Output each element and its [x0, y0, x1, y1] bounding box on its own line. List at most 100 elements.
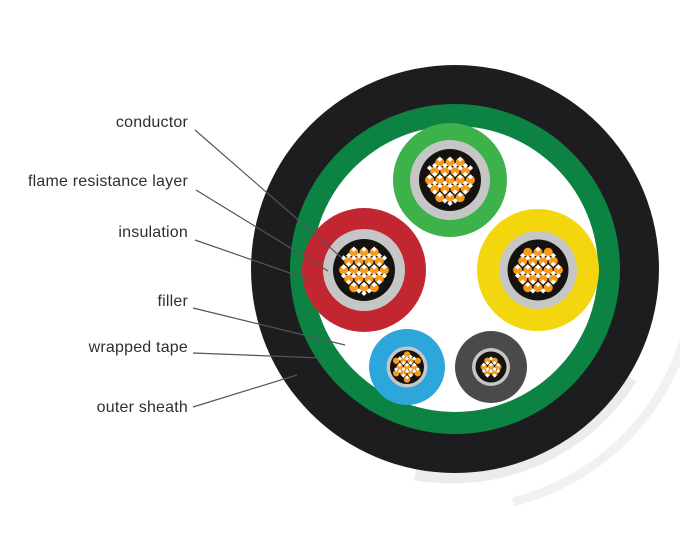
- strand-gap-sparkle: [408, 354, 413, 359]
- green-core: [393, 123, 507, 237]
- strand-gap-sparkle: [404, 375, 410, 380]
- strand-gap-sparkle: [376, 279, 382, 285]
- strand-gap-sparkle: [412, 356, 417, 361]
- strand-gap-sparkle: [371, 255, 377, 261]
- strand-gap-sparkle: [351, 255, 357, 261]
- strand-gap-sparkle: [356, 252, 362, 259]
- strand-gap-sparkle: [432, 162, 438, 169]
- label-outer-sheath: outer sheath: [96, 399, 188, 416]
- strand-gap-sparkle: [447, 165, 453, 171]
- outer-faint-arc: [511, 341, 680, 507]
- strand-gap-sparkle: [404, 362, 410, 367]
- leader-line-outer-sheath: [192, 374, 298, 408]
- strand-gap-sparkle: [351, 264, 357, 270]
- strand-gap-sparkle: [366, 288, 372, 294]
- strand-gap-sparkle: [397, 368, 402, 374]
- yellow-core: [477, 209, 599, 331]
- strand-gap-sparkle: [426, 165, 433, 171]
- strand-gap-sparkle: [340, 255, 347, 261]
- strand-gap-sparkle: [485, 373, 490, 378]
- strand-gap-sparkle: [520, 261, 526, 268]
- strand-gap-sparkle: [457, 156, 463, 162]
- strand-gap-sparkle: [340, 272, 347, 279]
- gray-core: [455, 331, 527, 403]
- strand-gap-sparkle: [432, 189, 438, 195]
- strand-gap-sparkle: [394, 367, 399, 372]
- leader-line-wrapped-tape: [192, 352, 323, 359]
- strand-gap-sparkle: [426, 182, 433, 189]
- strand-gap-sparkle: [481, 362, 486, 367]
- strand-gap-sparkle: [404, 356, 410, 361]
- strand-gap-sparkle: [346, 252, 352, 259]
- strand-gap-sparkle: [457, 165, 463, 171]
- strand-gap-sparkle: [467, 165, 474, 171]
- strand-gap-sparkle: [437, 156, 443, 162]
- strand-gap-sparkle: [488, 356, 494, 361]
- label-conductor: conductor: [115, 114, 188, 131]
- strand-gap-sparkle: [346, 279, 352, 285]
- label-wrapped-tape: wrapped tape: [88, 339, 188, 356]
- strand-gap-sparkle: [361, 255, 367, 261]
- strand-gap-sparkle: [535, 255, 541, 261]
- strand-gap-sparkle: [351, 246, 357, 252]
- strand-gap-sparkle: [340, 264, 347, 270]
- strand-gap-sparkle: [488, 362, 494, 367]
- strand-gap-sparkle: [356, 270, 362, 276]
- label-flame-resistance-layer: flame resistance layer: [27, 173, 188, 190]
- strand-gap-sparkle: [376, 270, 382, 276]
- strand-gap-sparkle: [371, 246, 377, 252]
- strand-gap-sparkle: [442, 189, 448, 195]
- strand-gap-sparkle: [545, 281, 551, 288]
- strand-gap-sparkle: [408, 367, 413, 372]
- strand-gap-sparkle: [408, 373, 413, 378]
- strand-gap-sparkle: [361, 272, 367, 279]
- strand-gap-sparkle: [415, 367, 420, 372]
- leader-line-insulation: [194, 239, 311, 281]
- strand-gap-sparkle: [381, 272, 388, 279]
- strand-gap-sparkle: [462, 162, 468, 169]
- strand-gap-sparkle: [545, 264, 551, 270]
- strand-gap-sparkle: [447, 156, 453, 162]
- strand-gap-sparkle: [366, 279, 372, 285]
- strand-gap-sparkle: [437, 182, 443, 189]
- strand-gap-sparkle: [447, 200, 453, 207]
- strand-gap-sparkle: [535, 281, 541, 288]
- strand-gap-sparkle: [397, 362, 402, 367]
- strand-gap-sparkle: [488, 368, 494, 374]
- label-filler: filler: [157, 293, 188, 310]
- strand-gap-sparkle: [401, 367, 406, 372]
- strand-gap-sparkle: [401, 354, 406, 359]
- strand-gap-sparkle: [356, 288, 362, 294]
- strand-gap-sparkle: [530, 288, 536, 294]
- cores: [302, 123, 599, 405]
- strand-gap-sparkle: [452, 180, 458, 186]
- strand-gap-sparkle: [366, 252, 372, 259]
- strand-gap-sparkle: [520, 279, 526, 285]
- leader-line-conductor: [194, 129, 343, 259]
- strand-gap-sparkle: [442, 180, 448, 186]
- strand-gap-sparkle: [397, 356, 402, 361]
- strand-gap-sparkle: [467, 182, 474, 189]
- strand-gap-sparkle: [361, 281, 367, 288]
- strand-gap-sparkle: [401, 360, 406, 366]
- strand-gap-sparkle: [356, 261, 362, 268]
- strand-gap-sparkle: [404, 368, 410, 374]
- strand-gap-sparkle: [432, 180, 438, 186]
- strand-gap-sparkle: [485, 367, 490, 372]
- leader-lines: [192, 129, 346, 408]
- strand-gap-sparkle: [452, 189, 458, 195]
- conductor-strand: [413, 356, 422, 365]
- strand-gap-sparkle: [361, 290, 367, 297]
- red-core: [302, 208, 426, 332]
- strand-gap-sparkle: [492, 373, 497, 378]
- strand-gap-sparkle: [492, 367, 497, 372]
- strand-gap-sparkle: [361, 264, 367, 270]
- strand-gap-sparkle: [371, 264, 377, 270]
- strand-gap-sparkle: [351, 272, 357, 279]
- strand-gap-sparkle: [408, 360, 413, 366]
- label-insulation: insulation: [118, 224, 188, 241]
- strand-gap-sparkle: [545, 255, 551, 261]
- background-arcs: [414, 341, 680, 507]
- strand-gap-sparkle: [555, 264, 562, 270]
